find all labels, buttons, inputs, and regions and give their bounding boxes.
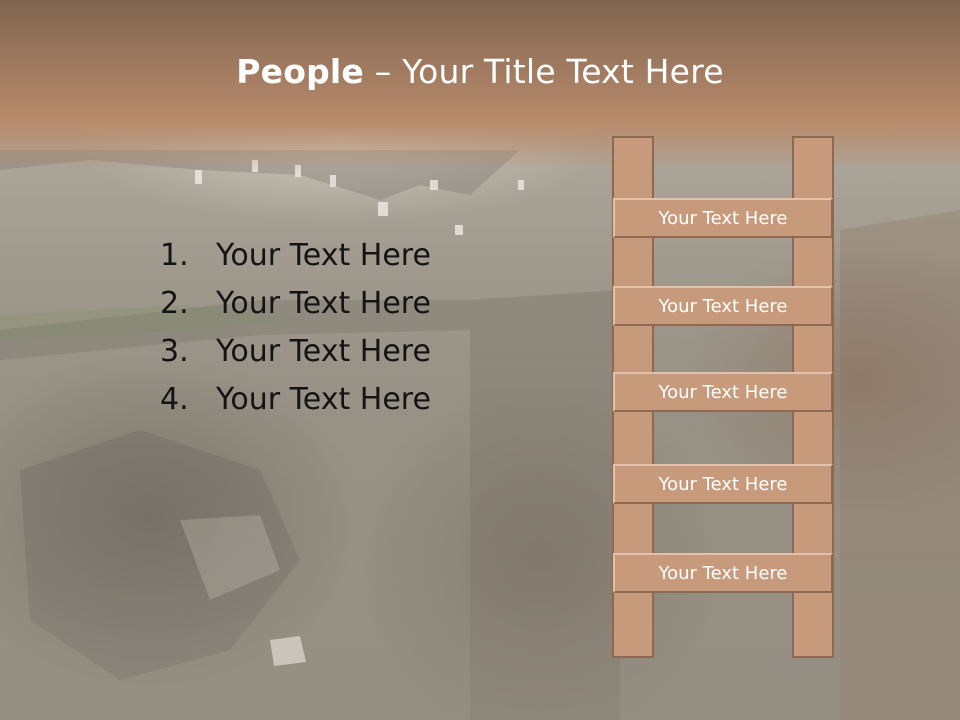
ladder-rung: Your Text Here xyxy=(613,198,833,238)
ruin-block-bottom xyxy=(270,636,306,666)
ruin-rubble-left xyxy=(20,430,300,680)
slide-title-separator: – xyxy=(364,52,403,91)
list-item-number: 3. xyxy=(160,334,189,369)
list-item-text: Your Text Here xyxy=(216,382,431,417)
list-item-text: Your Text Here xyxy=(216,334,431,369)
list-item: 4. Your Text Here xyxy=(160,376,431,424)
slide-title-rest: Your Title Text Here xyxy=(402,52,724,91)
slide-title-bold: People xyxy=(236,52,364,91)
ladder-rung: Your Text Here xyxy=(613,286,833,326)
ruin-ledge-left xyxy=(0,300,470,360)
list-item-text: Your Text Here xyxy=(216,238,431,273)
list-item-text: Your Text Here xyxy=(216,286,431,321)
ladder-rung: Your Text Here xyxy=(613,553,833,593)
list-item: 2. Your Text Here xyxy=(160,280,431,328)
slide-title: People – Your Title Text Here xyxy=(0,52,960,91)
ladder-rung: Your Text Here xyxy=(613,372,833,412)
list-item-number: 1. xyxy=(160,238,189,273)
ruin-walls-center xyxy=(470,290,620,720)
numbered-list: 1. Your Text Here 2. Your Text Here 3. Your… xyxy=(160,232,431,424)
ladder-rung: Your Text Here xyxy=(613,464,833,504)
ruin-rubble-center xyxy=(180,515,280,600)
list-item-number: 4. xyxy=(160,382,189,417)
list-item: 3. Your Text Here xyxy=(160,328,431,376)
ruin-green-floor xyxy=(0,305,300,338)
ruin-walls-right xyxy=(840,210,960,720)
list-item: 1. Your Text Here xyxy=(160,232,431,280)
list-item-number: 2. xyxy=(160,286,189,321)
